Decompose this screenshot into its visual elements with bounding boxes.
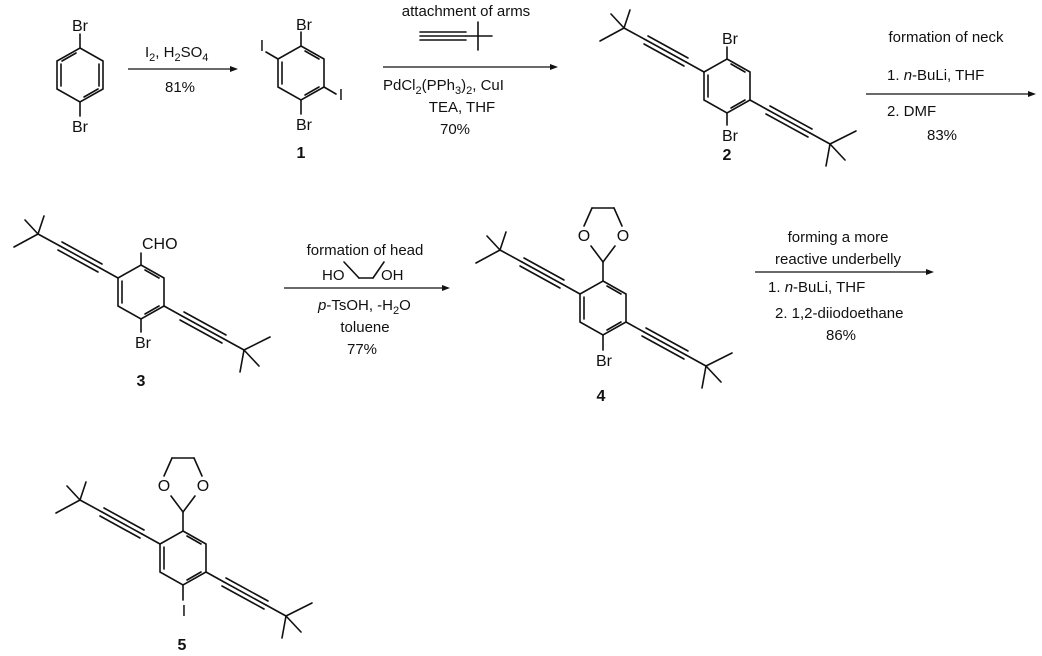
- step3-title: formation of neck: [888, 29, 1004, 46]
- compound-4: O O Br 4: [475, 207, 733, 405]
- step5-title-line1: forming a more: [788, 229, 889, 246]
- compound-2: Br Br 2: [599, 9, 857, 167]
- compound-1: Br I I Br 1: [260, 17, 343, 162]
- step2-catalysts: PdCl2(PPh3)2, CuI: [383, 77, 504, 97]
- c3-number: 3: [137, 373, 146, 390]
- c2-number: 2: [723, 147, 732, 164]
- starting-material-dibromobenzene: Br Br: [56, 18, 104, 136]
- ethylene-glycol-reagent: [343, 261, 385, 279]
- start-br-top: Br: [72, 18, 89, 35]
- start-br-bottom: Br: [72, 119, 89, 136]
- step3-line1: 1. n-BuLi, THF: [887, 67, 984, 84]
- c1-br-bottom: Br: [296, 117, 313, 134]
- c1-i-right: I: [339, 87, 343, 104]
- step4-arrow: formation of head HO OH p-TsOH, -H2O tol…: [284, 242, 450, 358]
- c5-acetal-o2: O: [197, 478, 209, 495]
- step5-line1: 1. n-BuLi, THF: [768, 279, 865, 296]
- c3-cho: CHO: [142, 236, 178, 253]
- step1-reagents: I2, H2SO4: [145, 44, 208, 64]
- c2-br-top: Br: [722, 31, 739, 48]
- c4-br: Br: [596, 353, 613, 370]
- step3-line2: 2. DMF: [887, 103, 936, 120]
- c3-br: Br: [135, 335, 152, 352]
- step4-diol-ho: HO: [322, 267, 345, 284]
- step1-arrow: I2, H2SO4 81%: [128, 44, 238, 96]
- step1-yield: 81%: [165, 79, 195, 96]
- step4-yield: 77%: [347, 341, 377, 358]
- c1-number: 1: [297, 145, 306, 162]
- step5-yield: 86%: [826, 327, 856, 344]
- step5-arrow: forming a more reactive underbelly 1. n-…: [755, 229, 934, 344]
- step5-line2: 2. 1,2-diiodoethane: [775, 305, 903, 322]
- tert-butyl-acetylene-reagent: [419, 21, 493, 51]
- compound-3: CHO Br 3: [13, 215, 271, 390]
- c2-br-bottom: Br: [722, 128, 739, 145]
- c5-iodine: I: [182, 603, 186, 620]
- step4-acid: p-TsOH, -H2O: [317, 297, 411, 317]
- step3-yield: 83%: [927, 127, 957, 144]
- c4-number: 4: [597, 388, 606, 405]
- step2-solvents: TEA, THF: [429, 99, 495, 116]
- compound-5: O O I 5: [55, 457, 313, 654]
- step4-diol-oh: OH: [381, 267, 404, 284]
- step2-title: attachment of arms: [402, 3, 530, 20]
- benzene-ring: [56, 33, 104, 117]
- step2-arrow: attachment of arms PdCl2(PPh3)2, CuI TEA…: [383, 3, 558, 138]
- step4-title: formation of head: [307, 242, 424, 259]
- c5-acetal-o1: O: [158, 478, 170, 495]
- step2-yield: 70%: [440, 121, 470, 138]
- step4-solvent: toluene: [340, 319, 389, 336]
- c4-acetal-o2: O: [617, 228, 629, 245]
- c1-i-left: I: [260, 38, 264, 55]
- step3-arrow: formation of neck 1. n-BuLi, THF 2. DMF …: [866, 29, 1036, 144]
- c4-acetal-o1: O: [578, 228, 590, 245]
- c5-number: 5: [178, 637, 187, 654]
- step5-title-line2: reactive underbelly: [775, 251, 901, 268]
- c1-br-top: Br: [296, 17, 313, 34]
